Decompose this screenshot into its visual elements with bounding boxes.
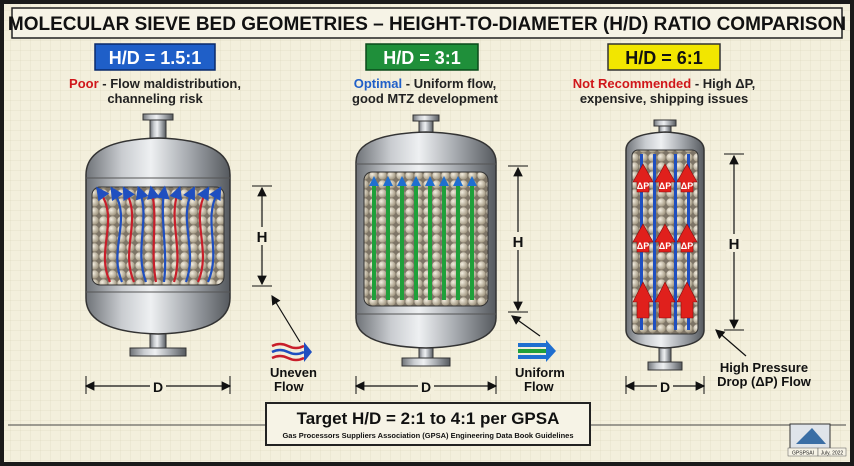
vessel-1-description: Poor - Flow maldistribution,: [69, 76, 241, 91]
vessel-2-callout-arrow: [511, 315, 541, 337]
vessel-2-rating: Optimal: [354, 76, 402, 91]
high-pressure-label-2: Drop (ΔP) Flow: [717, 374, 812, 389]
vessel-2-group: H/D = 3:1 Optimal - Uniform flow, good M…: [352, 43, 565, 395]
dp-label: ΔP: [681, 241, 693, 251]
vessel-1-desc-line2: channeling risk: [107, 91, 203, 106]
title-bar: [11, 7, 843, 39]
uneven-flow-icon: [271, 342, 312, 362]
vessel-2-sieve-bed: [363, 171, 489, 307]
high-pressure-label-1: High Pressure: [720, 360, 808, 375]
vessel-3-rating: Not Recommended: [573, 76, 692, 91]
vessel-1-rating: Poor: [69, 76, 99, 91]
dp-label: ΔP: [659, 181, 671, 191]
vessel-3-callout-arrow: [715, 329, 747, 357]
dp-label: ΔP: [637, 241, 649, 251]
uneven-flow-label-2: Flow: [274, 379, 304, 394]
vessel-2-h-label: H: [513, 234, 524, 251]
vessel-2-desc-line1: - Uniform flow,: [402, 76, 496, 91]
ratio-badge-1: [94, 43, 216, 71]
vessel-3-desc-line1: - High ΔP,: [691, 76, 755, 91]
vessel-3-flow-lines: ΔP ΔP ΔP ΔP ΔP ΔP: [632, 154, 698, 330]
uneven-flow-label-1: Uneven: [270, 365, 317, 380]
ratio-badge-2: [365, 43, 479, 71]
vessel-2-d-label: D: [421, 379, 431, 395]
vessel-1-desc-line1: - Flow maldistribution,: [99, 76, 241, 91]
vessel-2-description: Optimal - Uniform flow,: [354, 76, 497, 91]
vessel-2-flow-lines: [369, 176, 477, 300]
vessel-1-callout-arrow: [271, 294, 301, 343]
footer-logo: GPSPSAI July, 2022: [787, 423, 847, 457]
vessel-1-h-label: H: [257, 229, 268, 246]
ratio-badge-2-label: H/D = 3:1: [383, 48, 461, 68]
ratio-badge-3-label: H/D = 6:1: [625, 48, 703, 68]
uniform-flow-icon: [518, 340, 556, 362]
target-box: [265, 402, 591, 446]
uniform-flow-label-2: Flow: [524, 379, 554, 394]
vessel-3-group: H/D = 6:1 Not Recommended - High ΔP, exp…: [573, 43, 812, 395]
page-title: MOLECULAR SIEVE BED GEOMETRIES – HEIGHT-…: [8, 14, 846, 35]
ratio-badge-1-label: H/D = 1.5:1: [109, 48, 202, 68]
vessel-3-d-label: D: [660, 379, 670, 395]
vessel-1-sieve-bed: [91, 186, 225, 286]
vessel-3-h-label: H: [729, 236, 740, 253]
vessel-1-group: H/D = 1.5:1 Poor - Flow maldistribution,…: [69, 43, 317, 395]
dp-label: ΔP: [659, 241, 671, 251]
footer-date: July, 2022: [821, 451, 844, 457]
vessel-2-desc-line2: good MTZ development: [352, 91, 499, 106]
dp-label: ΔP: [637, 181, 649, 191]
vessel-1-d-label: D: [153, 379, 163, 395]
ratio-badge-3: [607, 43, 721, 71]
vessel-3-description: Not Recommended - High ΔP,: [573, 76, 755, 91]
target-sub-text: Gas Processors Suppliers Association (GP…: [282, 431, 573, 440]
uniform-flow-label-1: Uniform: [515, 365, 565, 380]
footer-source: GPSPSAI: [792, 451, 814, 457]
target-main-text: Target H/D = 2:1 to 4:1 per GPSA: [297, 409, 560, 428]
vessel-1-flow-lines: [96, 185, 222, 283]
dp-label: ΔP: [681, 181, 693, 191]
vessel-3-desc-line2: expensive, shipping issues: [580, 91, 748, 106]
